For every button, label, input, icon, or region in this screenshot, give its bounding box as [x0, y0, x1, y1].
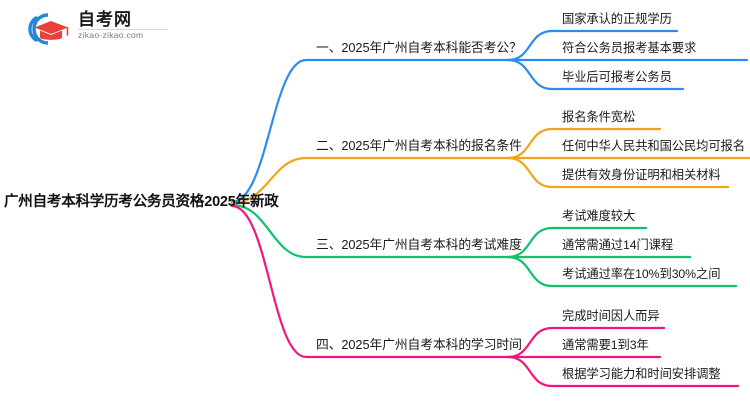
root-node-label: 广州自考本科学历考公务员资格2025年新政 — [4, 194, 279, 210]
leaf-node-4-1[interactable]: 完成时间因人而异 — [558, 308, 663, 326]
leaf-node-4-2-label: 通常需要1到3年 — [562, 338, 649, 352]
graduation-cap-icon — [28, 13, 69, 45]
leaf-node-3-3-label: 考试通过率在10%到30%之间 — [562, 267, 721, 281]
connector-branch-3 — [230, 203, 738, 288]
branch-node-1[interactable]: 一、2025年广州自考本科能否考公？ — [312, 40, 525, 58]
branch-node-4-label: 四、2025年广州自考本科的学习时间 — [316, 337, 522, 352]
leaf-node-2-1-label: 报名条件宽松 — [562, 110, 636, 124]
leaf-node-2-1[interactable]: 报名条件宽松 — [558, 109, 638, 127]
leaf-node-1-3-label: 毕业后可报考公务员 — [562, 70, 672, 84]
leaf-node-4-3[interactable]: 根据学习能力和时间安排调整 — [558, 366, 724, 384]
root-node[interactable]: 广州自考本科学历考公务员资格2025年新政 — [4, 190, 279, 214]
leaf-node-2-2[interactable]: 任何中华人民共和国公民均可报名 — [558, 138, 748, 156]
connector-branch-4 — [230, 204, 740, 388]
leaf-node-1-1-label: 国家承认的正规学历 — [562, 12, 672, 26]
branch-node-3[interactable]: 三、2025年广州自考本科的考试难度 — [312, 237, 525, 255]
leaf-node-3-1[interactable]: 考试难度较大 — [558, 208, 638, 226]
leaf-node-3-2-label: 通常需通过14门课程 — [562, 238, 674, 252]
logo-divider — [78, 29, 168, 30]
leaf-node-2-3-label: 提供有效身份证明和相关材料 — [562, 168, 721, 182]
logo-name-cn: 自考网 — [78, 10, 132, 29]
leaf-node-4-3-label: 根据学习能力和时间安排调整 — [562, 367, 721, 381]
leaf-node-3-1-label: 考试难度较大 — [562, 209, 636, 223]
leaf-node-4-2[interactable]: 通常需要1到3年 — [558, 337, 652, 355]
connector-branch-2 — [230, 127, 750, 205]
site-logo[interactable]: 自考网 zikao-zikao.com — [28, 10, 168, 48]
leaf-node-3-3[interactable]: 考试通过率在10%到30%之间 — [558, 266, 723, 284]
leaf-node-3-2[interactable]: 通常需通过14门课程 — [558, 237, 676, 255]
leaf-node-2-2-label: 任何中华人民共和国公民均可报名 — [562, 139, 745, 153]
branch-node-1-label: 一、2025年广州自考本科能否考公？ — [316, 40, 522, 55]
logo-wordmark: 自考网 zikao-zikao.com — [78, 10, 170, 46]
leaf-node-1-2-label: 符合公务员报考基本要求 — [562, 41, 697, 55]
connector-branch-1 — [230, 29, 749, 204]
branch-node-2-label: 二、2025年广州自考本科的报名条件 — [316, 138, 522, 153]
leaf-node-1-2[interactable]: 符合公务员报考基本要求 — [558, 40, 699, 58]
leaf-node-1-1[interactable]: 国家承认的正规学历 — [558, 11, 675, 29]
branch-node-4[interactable]: 四、2025年广州自考本科的学习时间 — [312, 337, 525, 355]
leaf-node-4-1-label: 完成时间因人而异 — [562, 309, 660, 323]
branch-node-3-label: 三、2025年广州自考本科的考试难度 — [316, 237, 522, 252]
branch-node-2[interactable]: 二、2025年广州自考本科的报名条件 — [312, 138, 525, 156]
logo-name-en: zikao-zikao.com — [78, 30, 144, 40]
leaf-node-1-3[interactable]: 毕业后可报考公务员 — [558, 69, 675, 87]
leaf-node-2-3[interactable]: 提供有效身份证明和相关材料 — [558, 167, 724, 185]
